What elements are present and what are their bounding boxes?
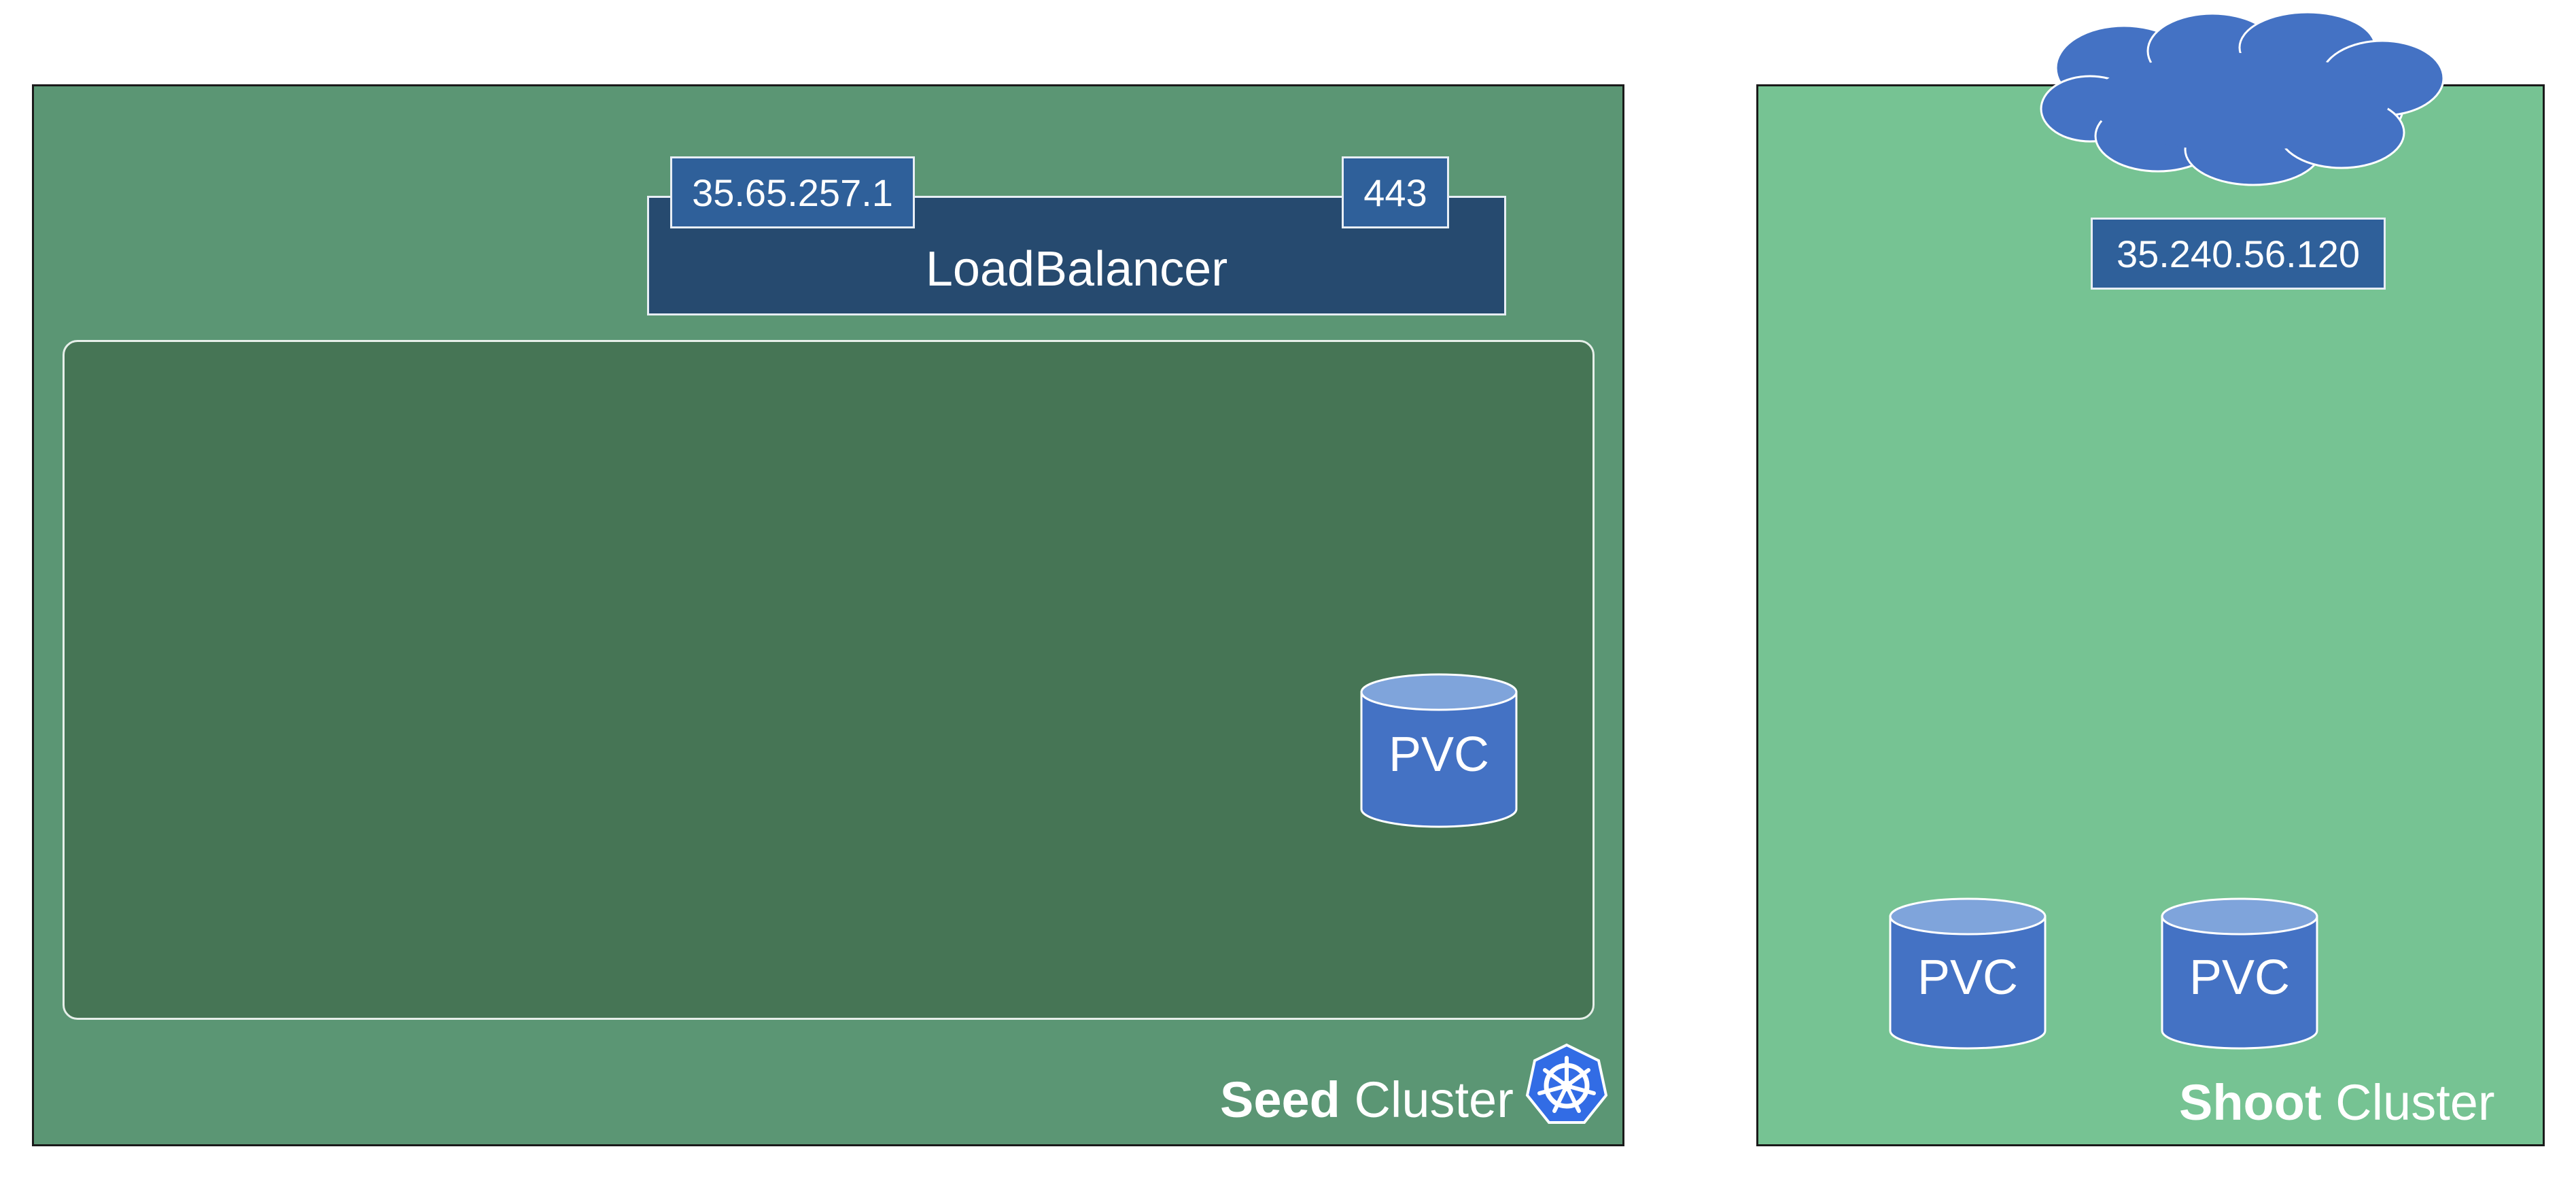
shoot-pvc-1-label: PVC [1917, 950, 2019, 1005]
shoot-pvc-2: PVC [2160, 897, 2319, 1051]
seed-pvc-label: PVC [1388, 727, 1490, 782]
loadbalancer-label: LoadBalancer [925, 242, 1228, 296]
shoot-cluster-title: Shoot Cluster [2179, 1069, 2495, 1137]
shoot-pvc-2-label: PVC [2189, 950, 2291, 1005]
seed-title-rest: Cluster [1354, 1071, 1514, 1128]
seed-pvc: PVC [1359, 673, 1518, 829]
database-cylinder-icon [2161, 897, 2318, 1050]
seed-title-bold: Seed [1220, 1071, 1340, 1128]
loadbalancer-port-tag: 443 [1342, 156, 1449, 228]
loadbalancer-ip-tag: 35.65.257.1 [670, 156, 915, 228]
shoot-title-bold: Shoot [2179, 1074, 2322, 1131]
shoot-pvc-1: PVC [1888, 897, 2047, 1051]
database-cylinder-icon [1889, 897, 2047, 1050]
loadbalancer-ip: 35.65.257.1 [692, 171, 893, 214]
kubernetes-logo-icon [1525, 1043, 1608, 1126]
database-cylinder-icon [1360, 673, 1518, 828]
shoot-ip-tag: 35.240.56.120 [2091, 218, 2386, 290]
shoot-ip: 35.240.56.120 [2116, 232, 2361, 275]
seed-cluster-title: Seed Cluster [1220, 1066, 1514, 1134]
shoot-title-rest: Cluster [2335, 1074, 2495, 1131]
seed-inner-area [63, 340, 1595, 1020]
cloud-icon [2029, 7, 2450, 190]
loadbalancer-port: 443 [1363, 171, 1427, 214]
